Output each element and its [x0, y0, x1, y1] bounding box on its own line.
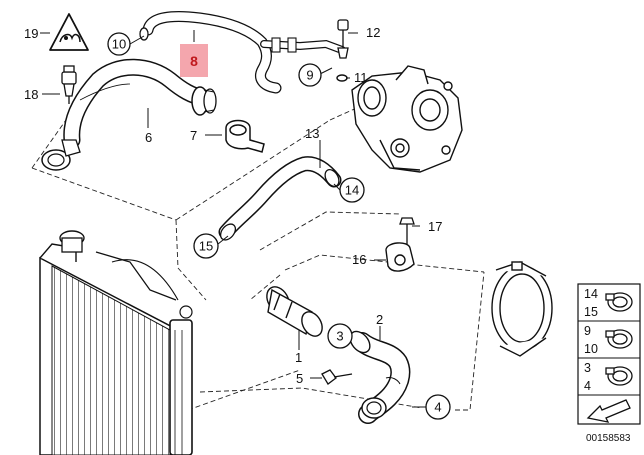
bolt-12	[337, 19, 349, 59]
coolant-hose-6	[41, 58, 217, 171]
callout-7: 7	[190, 128, 197, 143]
coolant-hose-13	[218, 156, 342, 241]
svg-text:3: 3	[584, 361, 591, 375]
callout-2: 2	[376, 312, 383, 327]
callout-9: 9	[298, 63, 322, 87]
bolt-17	[399, 217, 415, 244]
callout-11: 11	[354, 70, 368, 85]
callout-15: 15	[193, 233, 219, 259]
fan-ring-4	[491, 261, 553, 357]
diagram-part-number: 00158583	[586, 433, 631, 444]
coolant-hose-8	[139, 11, 346, 94]
svg-text:4: 4	[584, 379, 591, 393]
arrow-icon	[586, 399, 631, 423]
svg-text:10: 10	[584, 342, 598, 356]
seal-ring-11	[336, 74, 348, 82]
svg-text:4: 4	[434, 400, 441, 415]
svg-text:15: 15	[199, 239, 213, 254]
svg-text:13: 13	[305, 126, 319, 141]
temperature-sensor-18	[61, 65, 77, 104]
hose-connector-1	[266, 286, 323, 337]
svg-text:10: 10	[112, 37, 126, 52]
legend-row-9-10: 9 10	[584, 324, 633, 356]
callout-4: 4	[425, 394, 451, 420]
callout-10: 10	[107, 32, 131, 56]
svg-text:15: 15	[584, 305, 598, 319]
callout-6: 6	[145, 130, 152, 145]
svg-text:3: 3	[336, 329, 343, 344]
water-pump-assembly	[351, 65, 463, 173]
hose-clamp-icon	[605, 292, 633, 312]
svg-text:16: 16	[352, 252, 366, 267]
callout-3: 3	[327, 323, 353, 349]
svg-text:7: 7	[190, 128, 197, 143]
hose-elbow-2	[349, 330, 411, 424]
clamp-legend-key: 14 15 9 10 3 4	[577, 283, 641, 425]
callout-12: 12	[366, 25, 380, 40]
hose-clamp-icon	[605, 366, 633, 386]
callout-leaders	[40, 30, 426, 408]
callout-8-highlighted: 8	[180, 44, 208, 77]
hose-clip-16	[385, 242, 415, 272]
hose-clip-7	[225, 119, 265, 153]
svg-text:00158583: 00158583	[586, 433, 631, 444]
radiator	[39, 230, 193, 455]
hose-end-10	[139, 27, 149, 41]
svg-text:8: 8	[190, 53, 198, 69]
callout-18: 18	[24, 87, 38, 102]
hose-clamp-icon	[605, 329, 633, 349]
callout-1: 1	[295, 350, 302, 365]
svg-text:19: 19	[24, 26, 38, 41]
legend-row-3-4: 3 4	[584, 361, 633, 393]
callout-13: 13	[305, 126, 319, 141]
warning-triangle-label-19	[49, 13, 89, 51]
svg-text:5: 5	[296, 371, 303, 386]
callout-5: 5	[296, 371, 303, 386]
svg-text:9: 9	[584, 324, 591, 338]
svg-text:14: 14	[345, 183, 359, 198]
svg-text:14: 14	[584, 287, 598, 301]
svg-text:1: 1	[295, 350, 302, 365]
svg-text:9: 9	[306, 68, 313, 83]
svg-text:12: 12	[366, 25, 380, 40]
callout-17: 17	[428, 219, 442, 234]
svg-text:17: 17	[428, 219, 442, 234]
legend-row-14-15: 14 15	[584, 287, 633, 319]
bolt-5	[321, 369, 353, 385]
callout-14: 14	[339, 177, 365, 203]
svg-text:6: 6	[145, 130, 152, 145]
callout-19: 19	[24, 26, 38, 41]
svg-text:2: 2	[376, 312, 383, 327]
svg-text:18: 18	[24, 87, 38, 102]
svg-text:11: 11	[354, 70, 368, 85]
callout-16: 16	[352, 252, 366, 267]
